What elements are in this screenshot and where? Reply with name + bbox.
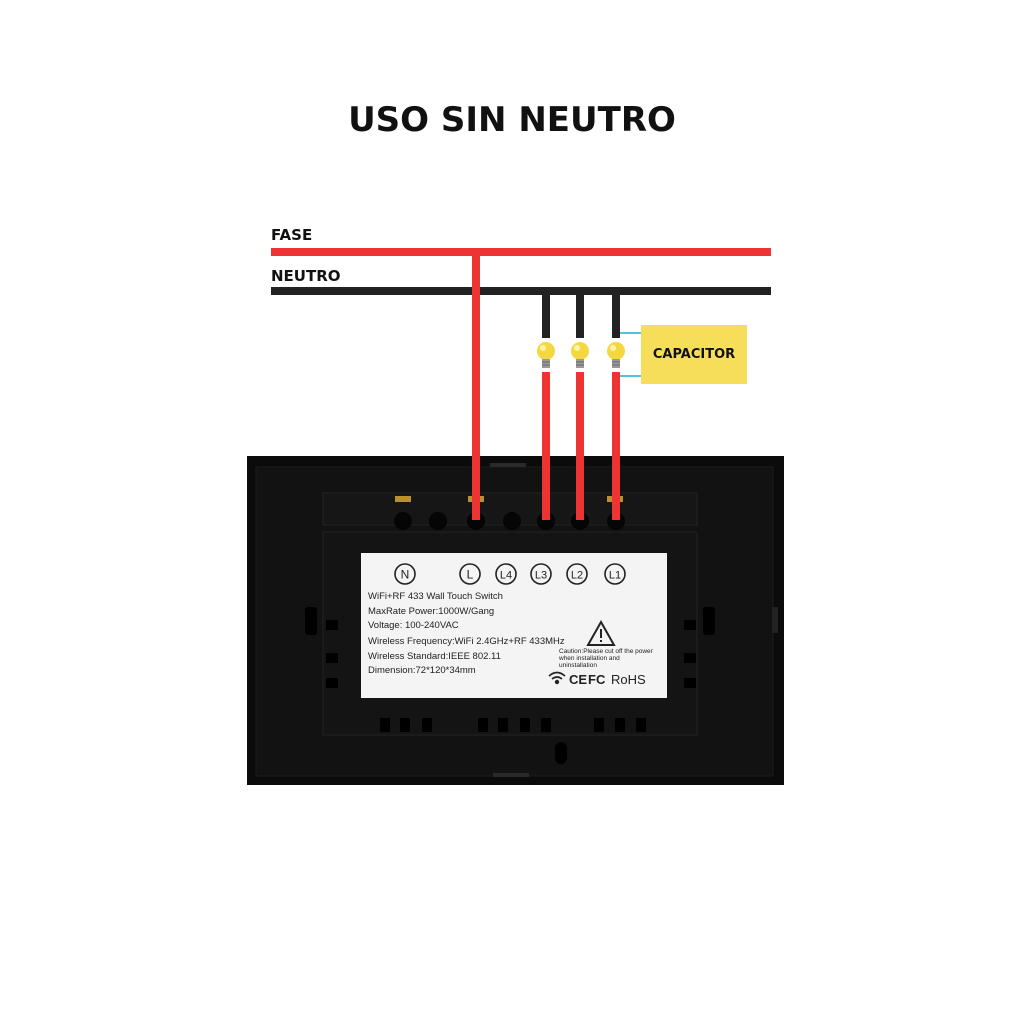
caution-text: Caution:Please cut off the power when in… bbox=[559, 648, 653, 669]
spec-line: MaxRate Power:1000W/Gang bbox=[368, 606, 495, 617]
svg-text:L1: L1 bbox=[609, 570, 621, 582]
spec-line: Wireless Standard:IEEE 802.11 bbox=[368, 651, 501, 662]
light-bulb-icon bbox=[537, 342, 555, 368]
terminal-labels: N L L4 L3 L2 L1 bbox=[394, 563, 626, 585]
terminal-label-l3: L3 bbox=[530, 563, 552, 585]
terminal-label-l: L bbox=[459, 563, 481, 585]
terminal-label-n: N bbox=[394, 563, 416, 585]
spec-line: WiFi+RF 433 Wall Touch Switch bbox=[368, 591, 503, 602]
page-title: USO SIN NEUTRO bbox=[348, 100, 676, 140]
load-branch bbox=[537, 291, 555, 520]
light-bulb-icon bbox=[607, 342, 625, 368]
load-branch bbox=[571, 291, 589, 520]
terminal-label-l2: L2 bbox=[566, 563, 588, 585]
capacitor-box: CAPACITOR bbox=[641, 325, 747, 384]
svg-text:N: N bbox=[401, 568, 410, 582]
svg-text:L4: L4 bbox=[500, 570, 512, 582]
wifi-icon bbox=[548, 671, 566, 685]
light-bulb-icon bbox=[571, 342, 589, 368]
fcc-mark: FC bbox=[588, 672, 606, 687]
terminal-label-l1: L1 bbox=[604, 563, 626, 585]
rohs-mark: RoHS bbox=[611, 672, 646, 687]
spec-line: Dimension:72*120*34mm bbox=[368, 665, 476, 676]
ce-mark: CE bbox=[569, 672, 588, 687]
load-branches bbox=[537, 291, 625, 520]
load-branch bbox=[607, 291, 625, 520]
caution-triangle-icon bbox=[586, 619, 616, 646]
phase-label: FASE bbox=[271, 226, 313, 244]
svg-text:L3: L3 bbox=[535, 570, 547, 582]
terminal-label-l4: L4 bbox=[495, 563, 517, 585]
spec-sticker bbox=[361, 553, 667, 698]
svg-text:L2: L2 bbox=[571, 570, 583, 582]
svg-text:L: L bbox=[467, 568, 474, 582]
spec-line: Voltage: 100-240VAC bbox=[368, 620, 459, 631]
neutral-label: NEUTRO bbox=[271, 267, 341, 285]
spec-line: Wireless Frequency:WiFi 2.4GHz+RF 433MHz bbox=[368, 636, 565, 647]
